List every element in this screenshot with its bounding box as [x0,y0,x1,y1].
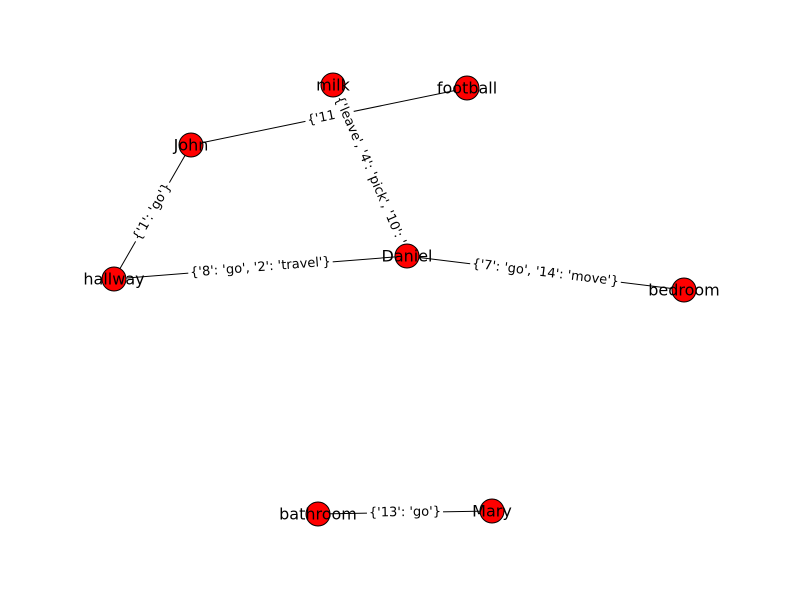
node-label-milk: milk [316,76,350,95]
edge-label-background [469,255,622,291]
node-bedroom [671,277,697,303]
node-label-bathroom: bathroom [279,505,357,524]
edge-label-milk-daniel: {'leave', '4': 'pick', '10': ' [329,91,411,250]
node-label-mary: Mary [472,502,512,521]
edge-label-text: {'leave', '4': 'pick', '10': ' [331,94,409,247]
node-hallway [101,266,127,292]
edge-label-daniel-bedroom: {'7': 'go', '14': 'move'} [469,255,622,291]
edge-label-layer: {'11': '{'leave', '4': 'pick', '10': '{'… [128,91,622,522]
node-label-hallway: hallway [83,270,144,289]
node-football [454,75,480,101]
node-label-daniel: Daniel [382,247,433,266]
edge-label-hallway-daniel: {'8': 'go', '2': 'travel'} [187,253,334,282]
node-layer [101,72,697,527]
node-bathroom [305,501,331,527]
edge-label-text: {'7': 'go', '14': 'move'} [471,257,619,290]
edge-label-text: {'13': 'go'} [369,504,441,520]
edge-label-text: {'1': 'go'} [130,181,175,244]
node-label-bedroom: bedroom [648,281,720,300]
edge-label-background [366,503,444,522]
edge-label-john-hallway: {'1': 'go'} [128,178,177,246]
node-label-john: John [173,136,209,155]
node-label-football: football [437,79,497,98]
node-mary [479,498,505,524]
node-milk [320,72,346,98]
edge-label-text: {'8': 'go', '2': 'travel'} [190,255,332,281]
edge-label-background [187,253,334,282]
node-john [178,132,204,158]
edge-label-bathroom-mary: {'13': 'go'} [366,503,444,522]
edge-label-background [128,178,177,246]
edge-label-background [329,91,411,250]
node-daniel [394,243,420,269]
